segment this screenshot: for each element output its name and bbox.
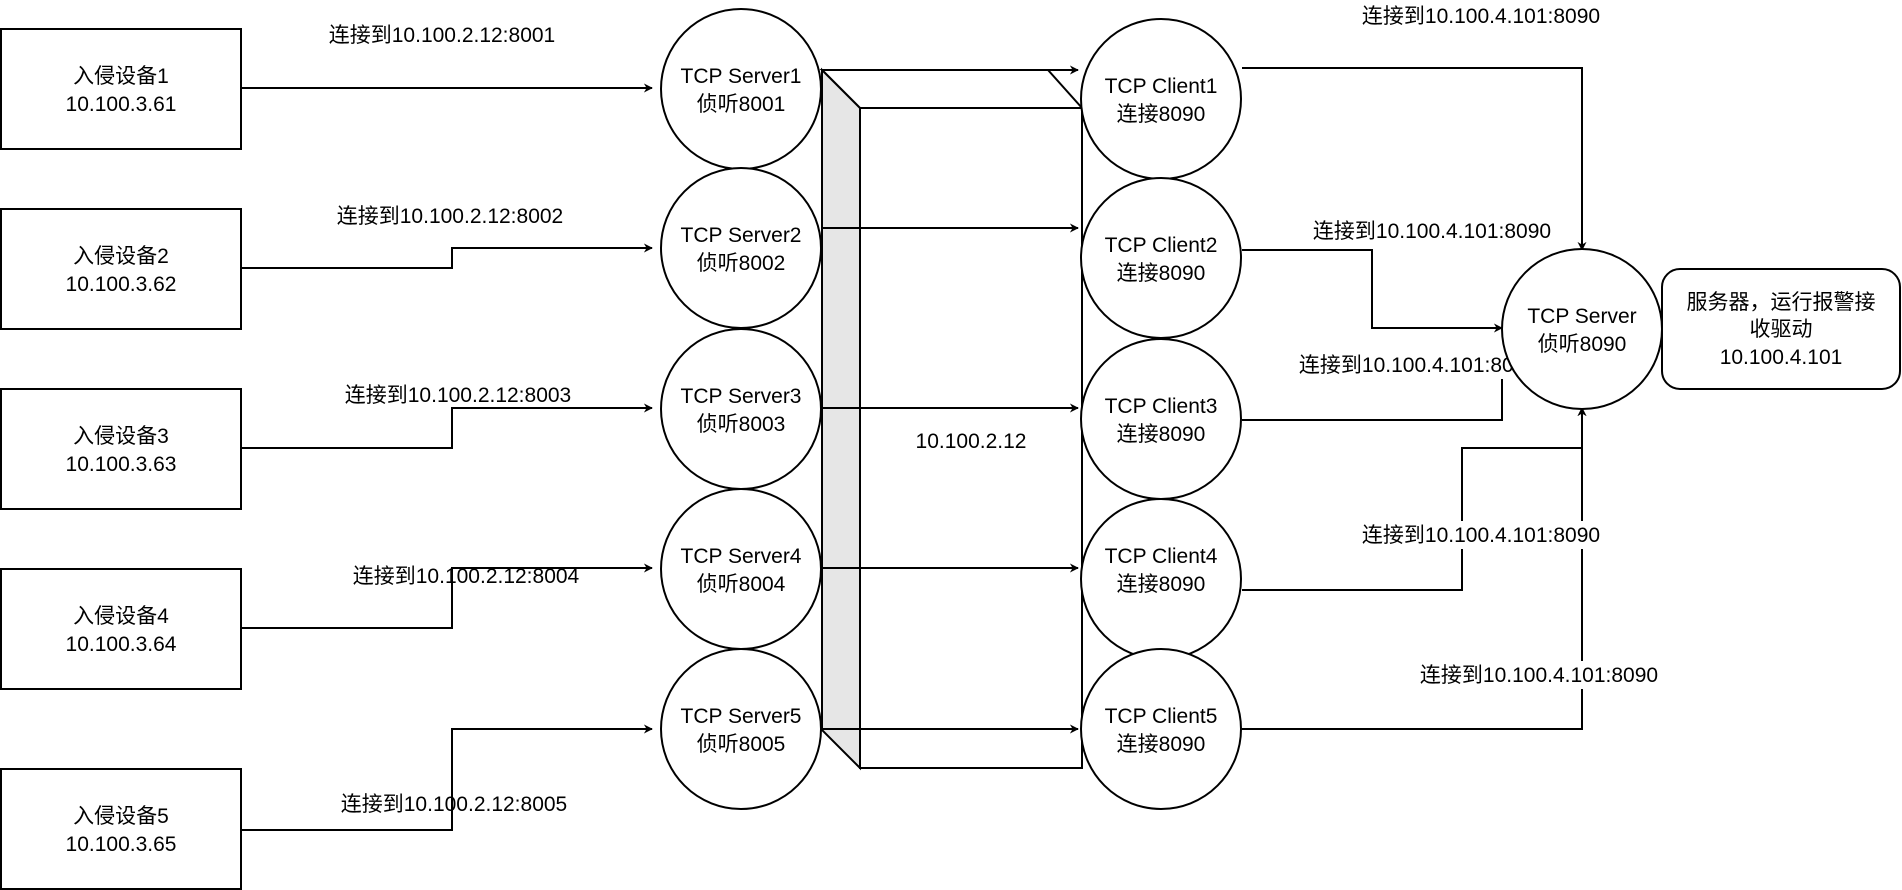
device-name: 入侵设备2	[73, 245, 169, 268]
edge-label-client4: 连接到10.100.4.101:8090	[1362, 524, 1600, 547]
tcp-server-1: TCP Server1 侦听8001	[660, 8, 822, 170]
client-port: 连接8090	[1117, 262, 1206, 285]
edge-label-client3: 连接到10.100.4.101:8090	[1299, 354, 1537, 377]
tcp-client-1: TCP Client1 连接8090	[1080, 18, 1242, 180]
server-name: TCP Server3	[681, 385, 802, 408]
server-name: TCP Server5	[681, 705, 802, 728]
tcp-server-2: TCP Server2 侦听8002	[660, 167, 822, 329]
client-port: 连接8090	[1117, 103, 1206, 126]
server-circle	[660, 8, 822, 170]
client-name: TCP Client1	[1105, 75, 1218, 98]
label-bg	[1291, 217, 1573, 245]
server-port: 侦听8004	[697, 573, 786, 596]
server-port: 侦听8005	[697, 733, 786, 756]
client-port: 连接8090	[1117, 573, 1206, 596]
server-port: 侦听8001	[697, 93, 786, 116]
device-ip: 10.100.3.64	[66, 633, 177, 656]
device-box	[0, 28, 242, 150]
label-bg	[1401, 661, 1677, 689]
tcp-server-circle	[1501, 248, 1663, 410]
client-name: TCP Client4	[1105, 545, 1218, 568]
edge-device3-server3	[242, 403, 653, 449]
client-port: 连接8090	[1117, 733, 1206, 756]
client-to-tcpserver-edges	[1242, 67, 1587, 730]
edge-client1-tcpserver	[1242, 67, 1587, 251]
alarm-server-line2: 收驱动	[1750, 318, 1813, 341]
client-circle	[1080, 177, 1242, 339]
device-box	[0, 768, 242, 890]
tcp-client-3: TCP Client3 连接8090	[1080, 338, 1242, 500]
device-1: 入侵设备1 10.100.3.61	[0, 28, 242, 150]
alarm-server: 服务器，运行报警接 收驱动 10.100.4.101	[1661, 268, 1901, 390]
label-bg	[1343, 521, 1619, 549]
device-2: 入侵设备2 10.100.3.62	[0, 208, 242, 330]
device-name: 入侵设备5	[73, 805, 169, 828]
device-ip: 10.100.3.65	[66, 833, 177, 856]
client-port: 连接8090	[1117, 423, 1206, 446]
device-box	[0, 568, 242, 690]
edge-label-device2: 连接到10.100.2.12:8002	[337, 205, 564, 228]
alarm-server-box	[1661, 268, 1901, 390]
tcp-client-5: TCP Client5 连接8090	[1080, 648, 1242, 810]
alarm-server-ip: 10.100.4.101	[1720, 346, 1843, 369]
tcp-server-3: TCP Server3 侦听8003	[660, 328, 822, 490]
device-box	[0, 388, 242, 510]
server-name: TCP Server1	[681, 65, 802, 88]
edge-client5-tcpserver	[1242, 407, 1587, 730]
client-circle	[1080, 18, 1242, 180]
edge-label-client2: 连接到10.100.4.101:8090	[1313, 220, 1551, 243]
tcp-server-port: 侦听8090	[1538, 333, 1627, 356]
device-ip: 10.100.3.62	[66, 273, 177, 296]
client-circle	[1080, 648, 1242, 810]
tcp-server-4: TCP Server4 侦听8004	[660, 488, 822, 650]
client-name: TCP Client3	[1105, 395, 1218, 418]
edge-label-device4: 连接到10.100.2.12:8004	[353, 565, 580, 588]
device-to-server-edges	[242, 83, 653, 831]
tcp-client-4: TCP Client4 连接8090	[1080, 498, 1242, 660]
alarm-server-line1: 服务器，运行报警接	[1687, 291, 1876, 314]
edge-device5-server5	[242, 724, 653, 831]
server-name: TCP Server4	[681, 545, 802, 568]
client-name: TCP Client5	[1105, 705, 1218, 728]
tcp-server-central: TCP Server 侦听8090	[1501, 248, 1663, 410]
edge-device2-server2	[242, 243, 653, 269]
relay-box-side	[821, 67, 861, 771]
server-circle	[660, 488, 822, 650]
tcp-server-5: TCP Server5 侦听8005	[660, 648, 822, 810]
edge-label-client5: 连接到10.100.4.101:8090	[1420, 664, 1658, 687]
server-to-client-edges	[821, 65, 1079, 734]
relay-box-top	[819, 69, 1085, 109]
edge-client2-tcpserver	[1242, 249, 1503, 333]
edge-label-device3: 连接到10.100.2.12:8003	[345, 384, 572, 407]
client-name: TCP Client2	[1105, 234, 1218, 257]
device-4: 入侵设备4 10.100.3.64	[0, 568, 242, 690]
edge-label-device5: 连接到10.100.2.12:8005	[341, 793, 568, 816]
edge-device4-server4	[242, 563, 653, 629]
client-edge-labels: 连接到10.100.4.101:8090 连接到10.100.4.101:809…	[1278, 5, 1677, 689]
device-ip: 10.100.3.63	[66, 453, 177, 476]
server-circle	[660, 648, 822, 810]
tcp-client-2: TCP Client2 连接8090	[1080, 177, 1242, 339]
client-circle	[1080, 338, 1242, 500]
server-port: 侦听8002	[697, 252, 786, 275]
tcp-server-name: TCP Server	[1527, 305, 1636, 328]
device-5: 入侵设备5 10.100.3.65	[0, 768, 242, 890]
device-3: 入侵设备3 10.100.3.63	[0, 388, 242, 510]
server-circle	[660, 328, 822, 490]
device-ip: 10.100.3.61	[66, 93, 177, 116]
device-box	[0, 208, 242, 330]
edge-client4-tcpserver	[1242, 407, 1587, 591]
relay-host-box: 10.100.2.12	[819, 67, 1085, 771]
server-name: TCP Server2	[681, 224, 802, 247]
server-circle	[660, 167, 822, 329]
relay-host-ip: 10.100.2.12	[916, 430, 1027, 453]
server-port: 侦听8003	[697, 413, 786, 436]
edge-label-client1: 连接到10.100.4.101:8090	[1362, 5, 1600, 28]
relay-box-front	[859, 107, 1083, 769]
device-name: 入侵设备3	[73, 425, 169, 448]
device-name: 入侵设备4	[73, 605, 169, 628]
device-name: 入侵设备1	[73, 65, 169, 88]
edge-label-device1: 连接到10.100.2.12:8001	[329, 24, 556, 47]
